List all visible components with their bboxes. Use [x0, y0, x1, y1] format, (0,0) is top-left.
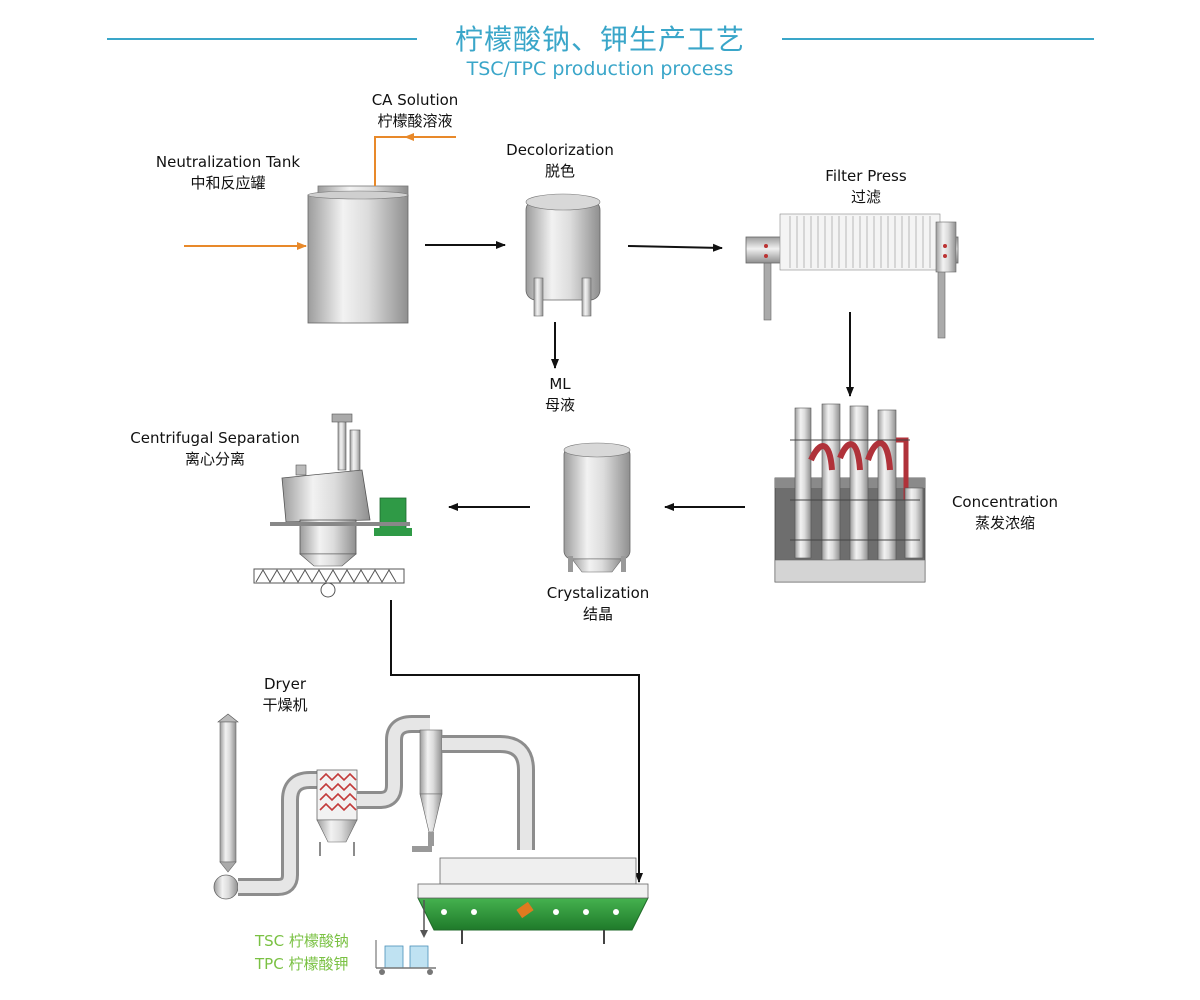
neutralization-label: Neutralization Tank 中和反应罐 [148, 152, 308, 194]
centrifuge-icon [253, 413, 412, 598]
concentration-label: Concentration 蒸发浓缩 [940, 492, 1070, 534]
crystalization-label: Crystalization 结晶 [535, 583, 661, 625]
filter-press-icon [745, 213, 959, 339]
evaporator-icon [774, 403, 926, 583]
crystalization-label-cn: 结晶 [582, 605, 613, 623]
arrow-centrifuge-to-dryer [390, 600, 643, 883]
crystalization-tank-icon [563, 442, 631, 573]
ml-label-en: ML [549, 375, 571, 393]
decolorization-label-en: Decolorization [506, 141, 614, 159]
ml-label: ML 母液 [520, 374, 600, 416]
ca-solution-label-en: CA Solution [371, 91, 459, 109]
neutralization-tank-icon [307, 185, 409, 324]
product-tpc-label: TPC 柠檬酸钾 [255, 955, 349, 973]
title-rule-right [782, 38, 1094, 40]
centrifugal-label: Centrifugal Separation 离心分离 [120, 428, 310, 470]
filter-press-label-en: Filter Press [825, 167, 907, 185]
centrifugal-label-en: Centrifugal Separation [130, 429, 300, 447]
dryer-label-en: Dryer [264, 675, 306, 693]
decolorization-label-cn: 脱色 [544, 162, 575, 180]
ml-label-cn: 母液 [544, 396, 575, 414]
product-labels: TSC 柠檬酸钠 TPC 柠檬酸钾 [255, 930, 349, 976]
centrifugal-label-cn: 离心分离 [184, 450, 245, 468]
dryer-label: Dryer 干燥机 [240, 674, 330, 716]
title-rule-left [107, 38, 417, 40]
neutralization-label-cn: 中和反应罐 [190, 174, 266, 192]
neutralization-label-en: Neutralization Tank [155, 153, 301, 171]
dryer-label-cn: 干燥机 [262, 696, 308, 714]
concentration-label-en: Concentration [951, 493, 1059, 511]
decolorization-tank-icon [525, 193, 601, 317]
title-english: TSC/TPC production process [466, 58, 734, 80]
filter-press-label-cn: 过滤 [850, 188, 881, 206]
title-chinese: 柠檬酸钠、钾生产工艺 [454, 23, 745, 56]
product-tsc-label: TSC 柠檬酸钠 [255, 932, 349, 950]
concentration-label-cn: 蒸发浓缩 [974, 514, 1035, 532]
decolorization-label: Decolorization 脱色 [500, 140, 620, 182]
arrow-decolorization-to-filter-press [627, 243, 723, 252]
ca-solution-label-cn: 柠檬酸溶液 [377, 112, 453, 130]
crystalization-label-en: Crystalization [546, 584, 650, 602]
ca-solution-feed-arrow [374, 133, 456, 186]
filter-press-label: Filter Press 过滤 [806, 166, 926, 208]
ca-solution-label: CA Solution 柠檬酸溶液 [360, 90, 470, 132]
dryer-icon [213, 713, 649, 975]
